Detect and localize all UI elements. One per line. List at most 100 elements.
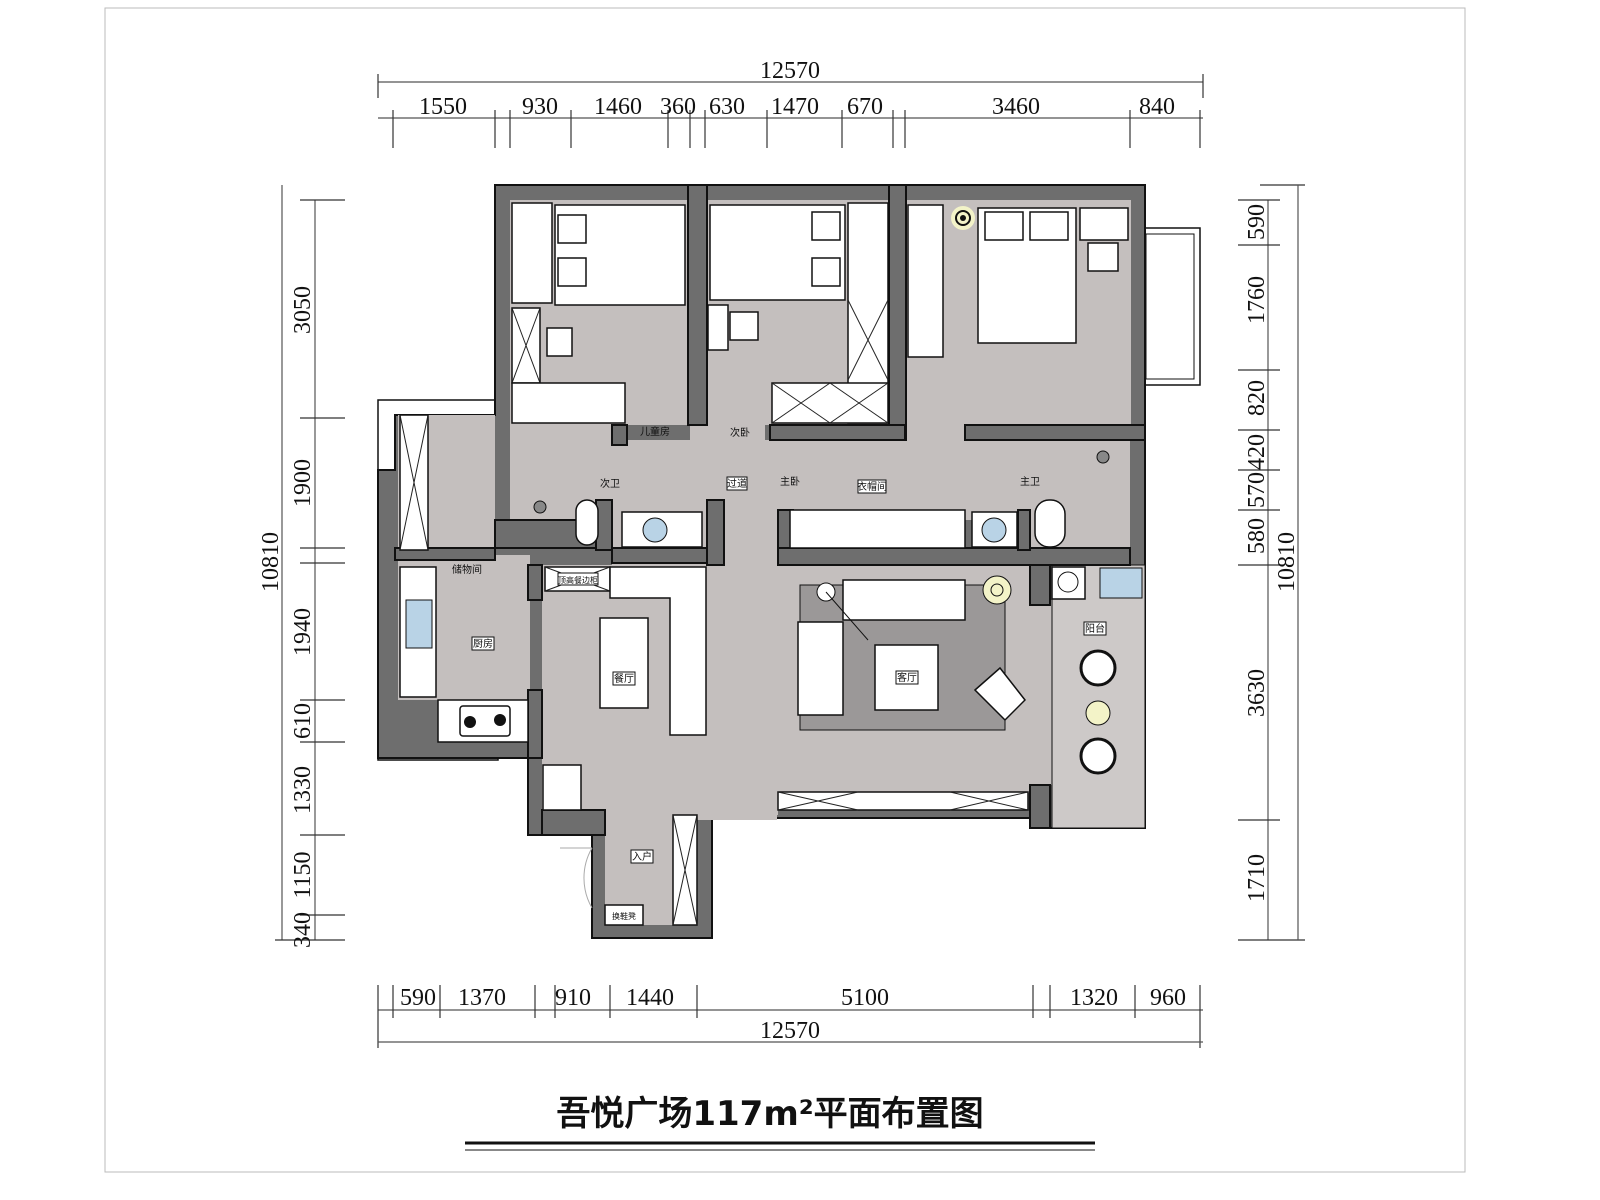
label-cloakroom: 衣帽间 — [857, 480, 887, 493]
dim-bottom: 910 — [555, 985, 591, 1011]
shoe-bench: 换鞋凳 — [604, 904, 644, 926]
dim-top: 360 — [660, 94, 696, 120]
label-second-bedroom: 次卧 — [730, 426, 750, 439]
dim-left: 1900 — [290, 459, 316, 507]
desk-chair-second — [707, 304, 759, 351]
right-dimensions: 590 1760 820 420 570 580 3630 1710 10810 — [1238, 184, 1305, 941]
room-labels: 儿童房 次卧 次卫 过道 主卧 衣帽间 主卫 储物间 厨房 餐厅 客厅 阳台 入… — [452, 425, 1107, 864]
dim-bottom: 590 — [400, 985, 436, 1011]
dim-right: 3630 — [1244, 669, 1270, 717]
dim-ticks — [377, 985, 1201, 1048]
storage-cabinet — [399, 414, 429, 551]
shower-second-icon — [533, 500, 547, 514]
toilet-second-icon — [575, 499, 599, 546]
dim-bottom: 5100 — [841, 985, 889, 1011]
label-shoe-bench: 换鞋凳 — [612, 911, 636, 921]
tv-cabinet — [777, 791, 1029, 811]
toilet-master-icon — [1034, 499, 1066, 548]
dim-top-total: 12570 — [760, 58, 820, 84]
label-master-bath: 主卫 — [1020, 476, 1040, 488]
bed-kids — [554, 204, 686, 306]
dim-bottom: 1440 — [626, 985, 674, 1011]
dim-left-total: 10810 — [258, 532, 284, 592]
label-entry: 入户 — [632, 850, 652, 863]
dim-right: 820 — [1244, 380, 1270, 416]
label-kitchen: 厨房 — [473, 637, 493, 650]
side-sofa — [797, 621, 844, 716]
label-dining: 餐厅 — [614, 672, 634, 685]
label-living: 客厅 — [897, 671, 917, 684]
dim-bottom: 1320 — [1070, 985, 1118, 1011]
kitchen-counter — [399, 566, 437, 698]
dim-ticks — [392, 110, 1201, 148]
dim-left: 610 — [290, 703, 316, 739]
dim-right: 580 — [1244, 518, 1270, 554]
top-dimensions: 12570 1550 930 1460 360 630 1470 670 346… — [377, 58, 1204, 148]
dim-top: 670 — [847, 94, 883, 120]
label-storage: 储物间 — [452, 563, 482, 576]
dim-right: 570 — [1244, 472, 1270, 508]
dim-left: 1150 — [290, 851, 316, 898]
bottom-dimensions: 590 1370 910 1440 5100 1320 960 12570 — [377, 985, 1203, 1048]
dim-bottom: 960 — [1150, 985, 1186, 1011]
label-kids-room: 儿童房 — [640, 425, 670, 438]
cloakroom-wardrobe — [789, 509, 966, 549]
label-second-bath: 次卫 — [600, 477, 620, 490]
dim-right: 1710 — [1244, 854, 1270, 902]
bed-second — [709, 204, 846, 301]
dim-top: 630 — [709, 94, 745, 120]
dim-top: 1460 — [594, 94, 642, 120]
sofa — [842, 579, 966, 621]
standing-lamp-icon — [816, 582, 869, 641]
page-title: 吾悦广场117m²平面布置图 — [556, 1094, 983, 1134]
dim-right: 1760 — [1244, 276, 1270, 324]
left-dimensions: 10810 3050 1900 1940 610 1330 1150 340 — [258, 185, 345, 948]
entry-door[interactable] — [583, 847, 593, 909]
wardrobe-master — [907, 204, 944, 358]
dining-counter — [609, 566, 707, 736]
shoe-cabinet — [672, 814, 698, 926]
washer-icon — [1051, 566, 1143, 600]
dim-bottom: 1370 — [458, 985, 506, 1011]
dim-ticks — [1238, 184, 1305, 941]
dim-top: 1470 — [771, 94, 819, 120]
sideboard: 顶高餐边柜 — [544, 566, 611, 592]
sink-icon — [405, 599, 433, 649]
floor-balcony — [1051, 564, 1146, 829]
dim-top: 840 — [1139, 94, 1175, 120]
sink-second-icon — [621, 511, 703, 548]
dim-top: 1550 — [419, 94, 467, 120]
dim-left: 1330 — [290, 766, 316, 814]
dim-bottom-total: 12570 — [760, 1018, 820, 1044]
dim-right: 590 — [1244, 204, 1270, 240]
wardrobe-kids — [511, 202, 626, 424]
dim-right: 420 — [1244, 434, 1270, 470]
dim-left: 1940 — [290, 608, 316, 656]
armchair — [973, 666, 1026, 722]
balcony-chair — [1079, 649, 1117, 687]
dim-top: 3460 — [992, 94, 1040, 120]
dim-left: 3050 — [290, 286, 316, 334]
lamp-icon — [951, 206, 975, 230]
wardrobe-second — [771, 202, 889, 424]
dim-left: 340 — [290, 912, 316, 948]
dim-top: 930 — [522, 94, 558, 120]
dining-table — [599, 617, 649, 709]
label-balcony: 阳台 — [1085, 622, 1105, 635]
label-master-bedroom: 主卧 — [780, 475, 800, 488]
balcony-chair — [1079, 737, 1117, 775]
label-corridor: 过道 — [727, 477, 747, 490]
bay-window — [1139, 227, 1201, 386]
dim-right-total: 10810 — [1274, 532, 1300, 592]
floor-lamp-icon — [982, 575, 1012, 605]
fridge — [542, 764, 582, 811]
stove-icon — [437, 699, 529, 743]
dim-ticks — [275, 199, 345, 941]
bed-master — [977, 207, 1129, 344]
label-sideboard: 顶高餐边柜 — [558, 575, 598, 585]
desk-chair-kids — [546, 327, 573, 357]
sink-master-icon — [971, 511, 1018, 548]
plant-icon — [1085, 700, 1111, 726]
shower-master-icon — [1096, 450, 1110, 464]
